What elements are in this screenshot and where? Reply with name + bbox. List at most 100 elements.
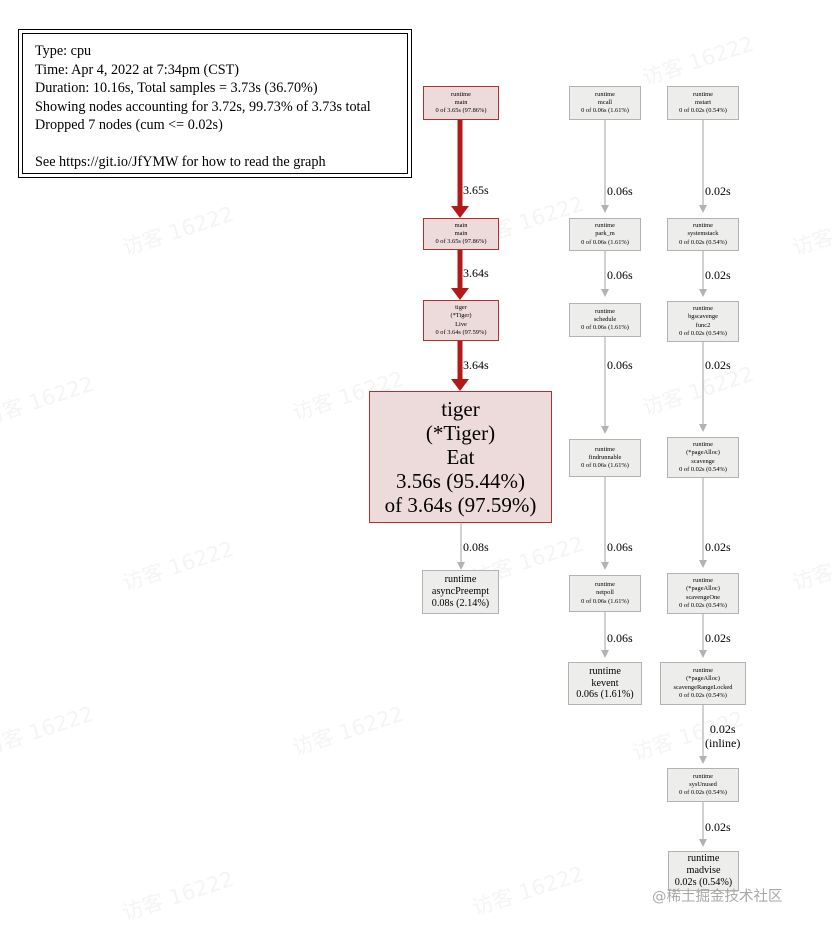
edge-label: 0.06s xyxy=(607,540,633,554)
node-samples: 0 of 3.65s (97.86%) xyxy=(435,107,487,115)
edge-main-main-to-tiger-live xyxy=(451,250,469,300)
legend-dropped-nodes: Dropped 7 nodes (cum <= 0.02s) xyxy=(35,117,223,133)
node-mcall[interactable]: runtime mcall 0 of 0.06s (1.61%) xyxy=(569,86,641,120)
legend-showing-nodes: Showing nodes accounting for 3.72s, 99.7… xyxy=(35,98,371,115)
node-receiver: (*pageAlloc) xyxy=(686,449,720,457)
legend-duration: Duration: 10.16s, Total samples = 3.73s … xyxy=(35,80,318,96)
node-function: main xyxy=(454,98,468,106)
node-samples: 0 of 3.64s (97.59%) xyxy=(435,328,487,336)
node-function: findrunnable xyxy=(588,453,622,461)
node-function: main xyxy=(454,229,468,237)
edge-label: 3.65s xyxy=(463,183,489,197)
node-samples: 0.06s (1.61%) xyxy=(576,689,634,701)
edge-arrow xyxy=(451,379,469,391)
node-function: madvise xyxy=(686,865,721,877)
node-flat-samples: 3.56s (95.44%) xyxy=(396,469,525,493)
node-scavenge-range-locked[interactable]: runtime (*pageAlloc) scavengeRangeLocked… xyxy=(660,662,746,705)
node-function: Eat xyxy=(446,445,475,469)
edge-label: 0.06s xyxy=(607,184,633,198)
edge-label: 0.02s xyxy=(705,184,731,198)
edge-label: 0.06s xyxy=(607,358,633,372)
node-function: schedule xyxy=(593,315,617,323)
node-samples: 0 of 0.02s (0.54%) xyxy=(679,789,727,797)
node-samples: 0.08s (2.14%) xyxy=(431,597,490,609)
node-receiver: (*Tiger) xyxy=(450,312,472,320)
node-samples: 0 of 0.06s (1.61%) xyxy=(581,238,629,246)
node-package: runtime xyxy=(595,222,615,230)
node-park-m[interactable]: runtime park_m 0 of 0.06s (1.61%) xyxy=(569,218,641,251)
edge-label: 3.64s xyxy=(463,358,489,372)
edge-label: 0.08s xyxy=(463,540,489,554)
node-samples: 0 of 3.65s (97.86%) xyxy=(435,238,487,246)
node-function: park_m xyxy=(595,230,615,238)
node-samples: 0 of 0.02s (0.54%) xyxy=(679,601,727,609)
node-package: runtime xyxy=(693,441,713,449)
node-function: systemstack xyxy=(687,230,719,238)
node-package: tiger xyxy=(455,304,467,312)
node-function: scavengeOne xyxy=(685,593,721,601)
node-function: sysUnused xyxy=(689,780,717,788)
node-samples: 0 of 0.06s (1.61%) xyxy=(581,597,629,605)
node-samples: 0 of 0.02s (0.54%) xyxy=(679,329,727,337)
node-samples: 0.02s (0.54%) xyxy=(674,876,733,888)
node-netpoll[interactable]: runtime netpoll 0 of 0.06s (1.61%) xyxy=(569,575,641,612)
edge-label-inline: (inline) xyxy=(705,736,741,750)
node-scavenge[interactable]: runtime (*pageAlloc) scavenge 0 of 0.02s… xyxy=(667,437,739,478)
node-package: runtime xyxy=(595,445,615,453)
node-function: mstart xyxy=(695,98,711,106)
node-function: scavenge xyxy=(691,457,715,465)
node-samples: 0 of 0.06s (1.61%) xyxy=(581,324,629,332)
node-function: asyncPreempt xyxy=(431,586,490,598)
node-package: runtime xyxy=(595,581,615,589)
node-package: runtime xyxy=(595,90,615,98)
node-closure: func2 xyxy=(695,321,711,329)
node-kevent[interactable]: runtime kevent 0.06s (1.61%) xyxy=(568,662,642,705)
node-function: netpoll xyxy=(596,589,614,597)
edge-label: 3.64s xyxy=(463,266,489,280)
node-samples: 0 of 0.02s (0.54%) xyxy=(679,691,727,699)
node-samples: 0 of 0.06s (1.61%) xyxy=(581,462,629,470)
edge-label-value: 0.02s xyxy=(709,722,736,736)
edge-runtime-main-to-main-main xyxy=(451,120,469,218)
edge-label: 0.02s xyxy=(705,268,731,282)
node-scavenge-one[interactable]: runtime (*pageAlloc) scavengeOne 0 of 0.… xyxy=(667,573,739,614)
legend-type: Type: cpu xyxy=(35,43,92,59)
edge-arrow xyxy=(451,288,469,300)
node-function: Live xyxy=(455,320,467,328)
node-tiger-eat[interactable]: tiger (*Tiger) Eat 3.56s (95.44%) of 3.6… xyxy=(369,391,552,523)
node-schedule[interactable]: runtime schedule 0 of 0.06s (1.61%) xyxy=(569,303,641,337)
legend-help-link[interactable]: See https://git.io/JfYMW for how to read… xyxy=(35,153,326,170)
edge-label: 0.02s xyxy=(705,540,731,554)
edge-arrow xyxy=(451,206,469,218)
node-package: runtime xyxy=(693,772,713,780)
node-package: runtime xyxy=(693,577,713,585)
node-samples: 0 of 0.02s (0.54%) xyxy=(679,238,727,246)
node-tiger-live[interactable]: tiger (*Tiger) Live 0 of 3.64s (97.59%) xyxy=(423,300,499,341)
node-package: runtime xyxy=(693,667,713,675)
edge-label: 0.06s xyxy=(607,268,633,282)
node-mstart[interactable]: runtime mstart 0 of 0.02s (0.54%) xyxy=(667,86,739,120)
node-receiver: (*Tiger) xyxy=(425,421,496,445)
node-package: runtime xyxy=(687,853,720,865)
node-package: runtime xyxy=(693,305,713,313)
node-package: tiger xyxy=(441,397,480,421)
node-receiver: (*pageAlloc) xyxy=(686,585,720,593)
node-bgscavenge[interactable]: runtime bgscavenge func2 0 of 0.02s (0.5… xyxy=(667,301,739,342)
edge-label: 0.02s xyxy=(705,820,731,834)
node-function: scavengeRangeLocked xyxy=(673,683,733,691)
node-findrunnable[interactable]: runtime findrunnable 0 of 0.06s (1.61%) xyxy=(569,439,641,477)
node-systemstack[interactable]: runtime systemstack 0 of 0.02s (0.54%) xyxy=(667,218,739,251)
node-function: mcall xyxy=(597,98,613,106)
node-async-preempt[interactable]: runtime asyncPreempt 0.08s (2.14%) xyxy=(422,570,499,614)
node-package: runtime xyxy=(589,665,621,677)
site-credit-watermark: @稀土掘金技术社区 xyxy=(652,889,783,905)
node-package: runtime xyxy=(693,222,713,230)
node-function: kevent xyxy=(591,677,619,689)
edge-tiger-live-to-tiger-eat xyxy=(451,341,469,391)
node-main-main[interactable]: main main 0 of 3.65s (97.86%) xyxy=(423,218,499,250)
edge-label: 0.02s xyxy=(705,358,731,372)
node-sys-unused[interactable]: runtime sysUnused 0 of 0.02s (0.54%) xyxy=(667,768,739,802)
node-runtime-main[interactable]: runtime main 0 of 3.65s (97.86%) xyxy=(423,86,499,120)
node-madvise[interactable]: runtime madvise 0.02s (0.54%) xyxy=(668,851,739,891)
